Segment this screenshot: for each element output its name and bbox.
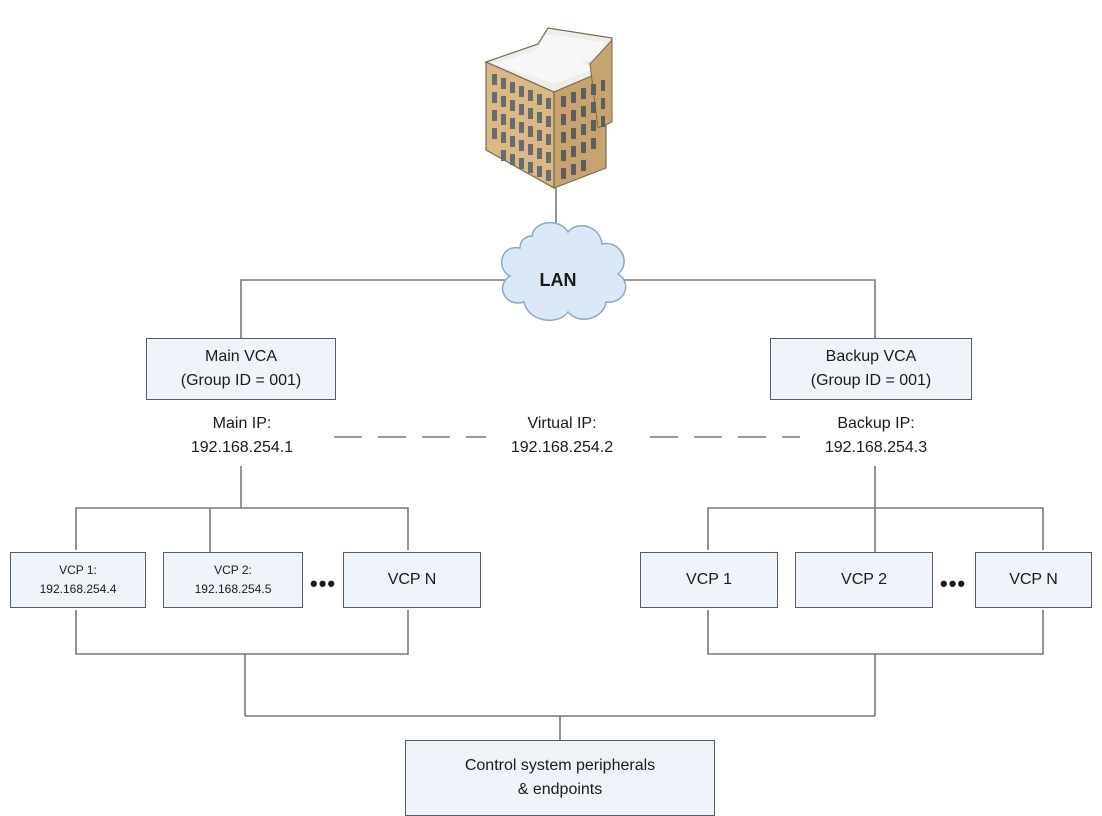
virtual-ip-caption: Virtual IP: bbox=[527, 415, 597, 432]
backup-vcp-2-name: VCP 2 bbox=[841, 571, 887, 588]
backup-vcp-n-name: VCP N bbox=[1009, 571, 1058, 588]
main-vcp-ellipsis: ••• bbox=[310, 571, 337, 596]
peripherals-line-2: & endpoints bbox=[517, 781, 603, 798]
main-vcp-2-name: VCP 2: bbox=[214, 563, 252, 577]
main-vcp-n-box: VCP N bbox=[343, 552, 481, 608]
cloud-icon bbox=[500, 222, 627, 321]
main-vcp-2-ip: 192.168.254.5 bbox=[194, 582, 272, 596]
backup-vca-box: Backup VCA (Group ID = 001) bbox=[770, 338, 972, 400]
main-ip-caption: Main IP: bbox=[212, 415, 272, 432]
building-icon bbox=[484, 27, 613, 190]
main-vca-box: Main VCA (Group ID = 001) bbox=[146, 338, 336, 400]
backup-vca-group: (Group ID = 001) bbox=[810, 372, 932, 389]
lan-backup-link bbox=[612, 279, 876, 338]
backup-ip-caption: Backup IP: bbox=[837, 415, 915, 432]
peripherals-box: Control system peripherals & endpoints bbox=[405, 740, 715, 816]
backup-ip-value: 192.168.254.3 bbox=[824, 439, 928, 456]
lan-main-link bbox=[240, 279, 510, 338]
main-ip-value: 192.168.254.1 bbox=[190, 439, 294, 456]
main-vca-group: (Group ID = 001) bbox=[180, 372, 302, 389]
backup-vcp-n-box: VCP N bbox=[975, 552, 1092, 608]
main-vcp-bus bbox=[75, 507, 409, 550]
main-vcp-2-box: VCP 2: 192.168.254.5 bbox=[163, 552, 303, 608]
backup-vcp-2-box: VCP 2 bbox=[795, 552, 933, 608]
backup-vcp-1-name: VCP 1 bbox=[686, 571, 732, 588]
main-vcp-1-ip: 192.168.254.4 bbox=[39, 582, 117, 596]
main-ip-label: Main IP: 192.168.254.1 bbox=[170, 412, 314, 460]
main-vcp-1-box: VCP 1: 192.168.254.4 bbox=[10, 552, 146, 608]
main-vcp-n-name: VCP N bbox=[387, 571, 437, 588]
backup-ip-label: Backup IP: 192.168.254.3 bbox=[804, 412, 948, 460]
peripherals-line-1: Control system peripherals bbox=[464, 757, 656, 774]
backup-vcp-ellipsis: ••• bbox=[940, 571, 967, 596]
backup-vcp-1-box: VCP 1 bbox=[640, 552, 778, 608]
virtual-ip-value: 192.168.254.2 bbox=[510, 439, 614, 456]
lan-label: LAN bbox=[539, 270, 577, 290]
backup-vca-title: Backup VCA bbox=[825, 348, 917, 365]
virtual-ip-label: Virtual IP: 192.168.254.2 bbox=[490, 412, 634, 460]
main-vcp-1-name: VCP 1: bbox=[59, 563, 97, 577]
main-vca-title: Main VCA bbox=[204, 348, 278, 365]
